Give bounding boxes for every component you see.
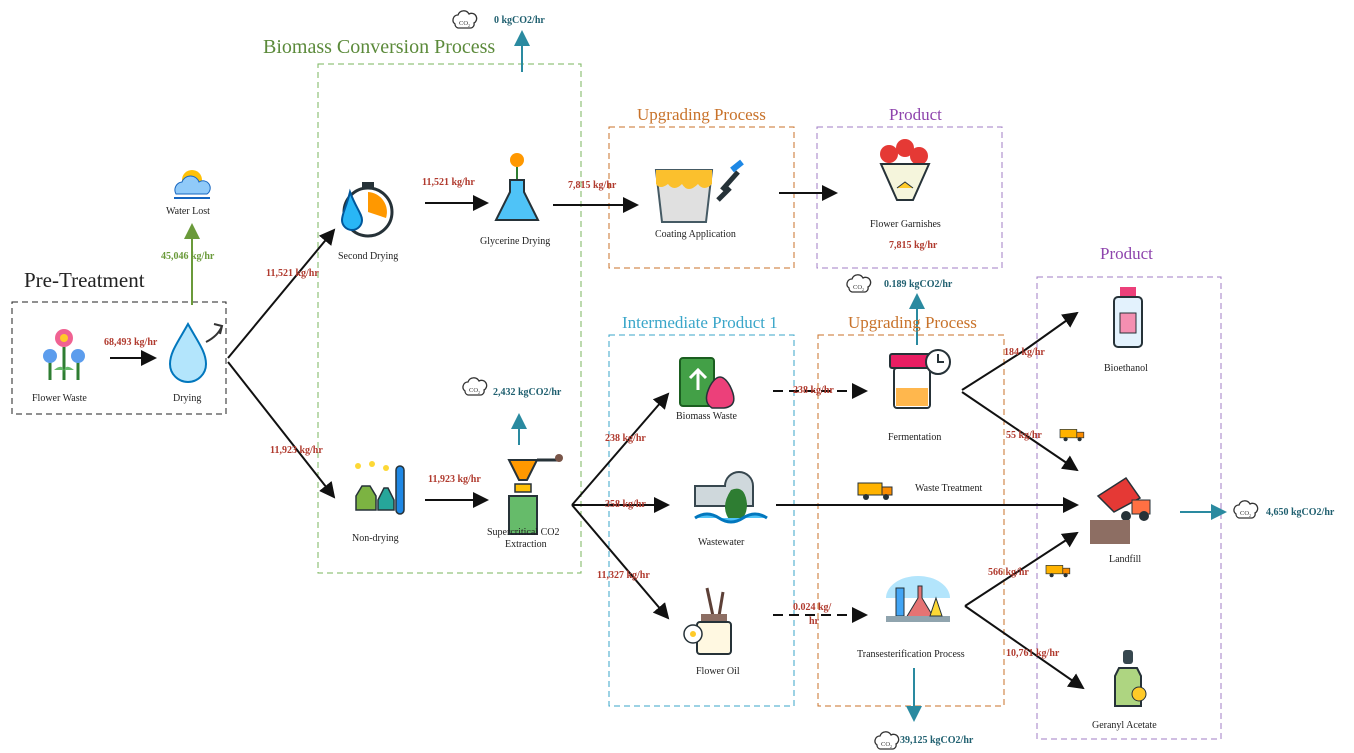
paint-bucket-icon [654,159,744,223]
stopwatch-icon [340,182,394,238]
dropper-bottle-icon [1114,650,1147,707]
lab-test-icon [355,461,405,515]
label-coating: Coating Application [655,229,736,240]
title-product-right: Product [1100,244,1153,263]
flow-to-geranyl: 10,761 kg/hr [1006,648,1060,659]
co2-cloud-icon [452,10,478,29]
flow-to-extraction: 11,923 kg/hr [428,474,481,485]
flow-to-wastewater: 358 kg/hr [605,499,646,510]
lab-beakers-icon [886,576,950,622]
label-garnishes: Flower Garnishes [870,219,941,230]
flow-to-glycerine: 11,521 kg/hr [422,177,475,188]
label-glycerine: Glycerine Drying [480,236,551,247]
oil-diffuser-icon [683,587,732,655]
flow-to-trans-2: hr [809,616,819,627]
label-bioethanol: Bioethanol [1104,363,1148,374]
label-wastewater: Wastewater [698,537,745,548]
flow-to-trans-1: 0.024 kg/ [793,602,832,613]
title-upgrading-bottom: Upgrading Process [848,313,977,332]
title-product-top: Product [889,105,942,124]
truck-icon [1059,429,1085,442]
flower-icon [43,329,85,380]
extractor-icon [507,454,563,535]
flow-to-coating: 7,815 kg/hr [568,180,617,191]
wastewater-pipe-icon [694,471,768,524]
label-transesterification: Transesterification Process [857,649,965,660]
label-landfill: Landfill [1109,554,1142,565]
emission-extraction: 2,432 kgCO2/hr [493,387,562,398]
flow-to-flower-oil: 11,327 kg/hr [597,570,650,581]
label-drying: Drying [173,393,202,404]
flow-fw-drying: 68,493 kg/hr [104,337,158,348]
truck-icon [1045,565,1071,578]
arrow-to-second-drying [227,228,336,359]
flask-flower-icon [494,153,540,221]
arrow-to-biomass-waste [571,392,670,506]
flow-to-biomass-waste: 238 kg/hr [605,433,646,444]
flow-trans-landfill: 566 kg/hr [988,567,1029,578]
arrow-to-non-drying [227,361,336,499]
flow-garnish-output: 7,815 kg/hr [889,240,938,251]
recycle-bin-icon [679,357,735,409]
co2-cloud-icon [462,377,488,396]
fermentation-jar-icon [889,349,951,409]
flow-to-second-drying: 11,521 kg/hr [266,268,319,279]
label-biomass-waste: Biomass Waste [676,411,737,422]
label-sc-extraction-1: Supercritical CO2 [487,527,560,538]
bottle-icon [1113,287,1143,348]
truck-icon [857,482,893,500]
label-fermentation: Fermentation [888,432,942,443]
water-drop-icon [168,321,224,383]
pretreatment-box [11,301,227,415]
sun-cloud-icon [174,170,211,199]
product-top-box [816,126,1003,269]
flow-ferm-landfill: 55 kg/hr [1006,430,1042,441]
label-flower-oil: Flower Oil [696,666,740,677]
label-waste-treatment: Waste Treatment [915,483,983,494]
label-non-drying: Non-drying [352,533,399,544]
bouquet-icon [879,139,931,201]
co2-cloud-icon [874,731,900,750]
arrow-to-geranyl [964,605,1085,690]
co2-cloud-icon [1233,500,1259,519]
biomass-box [317,63,582,574]
title-upgrading-top: Upgrading Process [637,105,766,124]
title-biomass: Biomass Conversion Process [263,36,496,58]
flow-water-lost: 45,046 kg/hr [161,251,215,262]
arrow-trans-landfill [964,531,1079,607]
label-water-lost: Water Lost [166,206,210,217]
label-flower-waste: Flower Waste [32,393,87,404]
flow-to-non-drying: 11,923 kg/hr [270,445,323,456]
intermediate-box [608,334,795,707]
dump-truck-icon [1090,476,1151,544]
emission-landfill: 4,650 kgCO2/hr [1266,507,1335,518]
flow-to-fermentation: 238 kg/hr [793,385,834,396]
upgrading-top-box [608,126,795,269]
emission-second-drying: 0 kgCO2/hr [494,15,545,26]
arrow-to-bioethanol [961,311,1079,391]
title-intermediate: Intermediate Product 1 [622,313,778,332]
emission-transesterification: 39,125 kgCO2/hr [900,735,974,746]
co2-cloud-icon [846,274,872,293]
flow-to-bioethanol: 184 kg/hr [1004,347,1045,358]
label-geranyl: Geranyl Acetate [1092,720,1157,731]
title-pretreatment: Pre-Treatment [24,268,145,292]
label-sc-extraction-2: Extraction [505,539,547,550]
arrow-ferm-landfill [961,391,1079,472]
emission-fermentation: 0.189 kgCO2/hr [884,279,953,290]
label-second-drying: Second Drying [338,251,399,262]
arrow-to-flower-oil [571,504,670,620]
